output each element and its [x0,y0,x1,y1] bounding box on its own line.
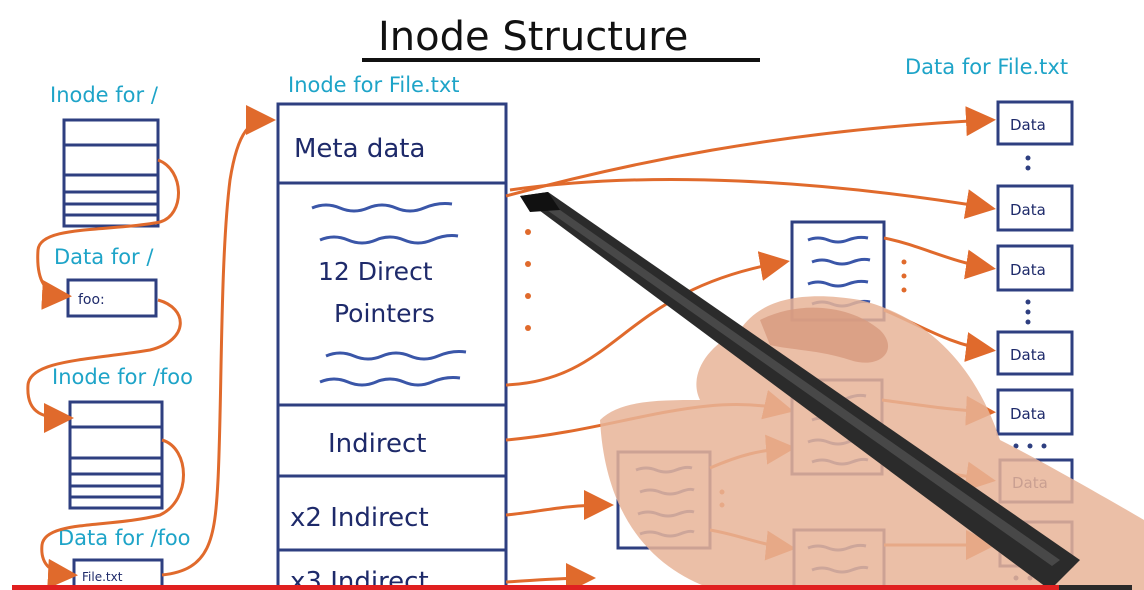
field-triple-indirect: x3 Indirect [290,567,429,590]
field-indirect: Indirect [328,429,426,459]
arrow-double-indirect-field [505,490,614,521]
heading-data-root: Data for / [54,245,154,269]
data-block-1-label: Data [1010,116,1046,134]
inode-file-box: Meta data 12 Direct Pointers Indirect x2… [276,102,508,590]
inode-foo-box [68,400,164,510]
data-block-2-label: Data [1010,201,1046,219]
data-root-box: foo: [66,278,158,318]
arrow-direct-to-data-2 [509,178,996,219]
field-direct-line1: 12 Direct [318,257,433,286]
data-block-5: Data [996,388,1074,436]
field-direct-line2: Pointers [334,299,435,328]
arrow-direct-to-data-1 [505,106,996,198]
field-double-indirect: x2 Indirect [290,503,429,533]
data-block-4: Data [996,330,1074,376]
arrow-block1-to-data-3 [883,236,996,280]
data-block-3-label: Data [1010,261,1046,279]
heading-data-foo: Data for /foo [58,526,191,550]
data-block-3: Data [996,244,1074,292]
foo-data-entry: File.txt [82,570,123,584]
arrow-inode-foo-to-data-foo [40,438,185,589]
inode-root-box [62,118,160,228]
arrow-triple-indirect-field [505,563,596,590]
arrow-inode-root-to-data-root [36,158,180,310]
data-block-1: Data [996,100,1074,146]
heading-inode-root: Inode for / [50,83,159,107]
arrow-data-root-to-inode-foo [26,298,182,433]
field-metadata: Meta data [294,134,425,164]
diagram-title: Inode Structure [378,14,688,60]
video-progress-fill [12,585,1060,590]
data-block-5-label: Data [1010,405,1046,423]
heading-inode-foo: Inode for /foo [52,365,193,389]
root-data-entry: foo: [78,292,105,308]
presenter-hand-with-stylus [520,192,1144,590]
arrow-data-foo-to-inode-file [161,105,276,577]
data-block-2: Data [996,184,1074,232]
heading-data-file: Data for File.txt [905,55,1068,79]
data-block-4-label: Data [1010,346,1046,364]
video-progress-bar[interactable] [12,585,1132,590]
arrow-direct-to-indirect-block [505,251,790,387]
heading-inode-file: Inode for File.txt [288,73,460,97]
direct-pointer-dots [525,229,531,331]
